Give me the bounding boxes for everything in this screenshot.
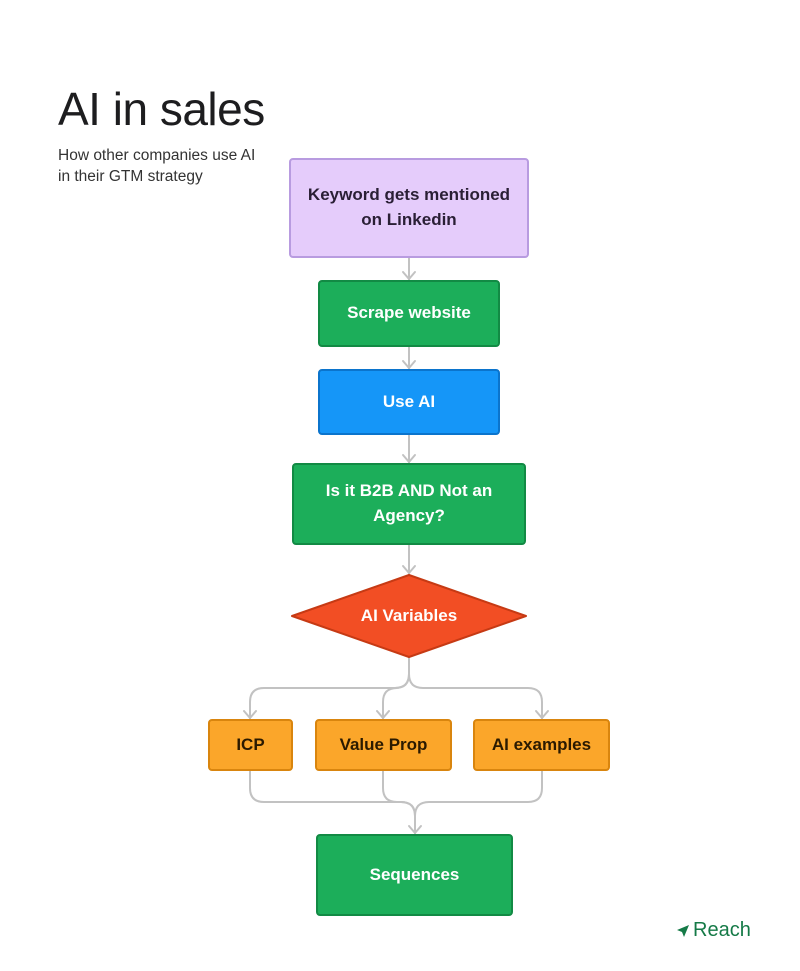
icp-label: ICP (236, 734, 265, 754)
arrowhead-aiexamples (535, 710, 549, 719)
connector-variables-valueprop (382, 673, 410, 720)
arrowhead-icp (243, 710, 257, 719)
connector-aiexamples-sequences (414, 770, 543, 817)
value-prop-node: Value Prop (315, 719, 452, 771)
ai-variables-label: AI Variables (360, 606, 458, 625)
icp-node: ICP (208, 719, 293, 771)
decision-diamond (291, 574, 527, 658)
connector-valueprop-sequences (382, 770, 416, 817)
trigger-label: Keyword gets mentioned on Linkedin (307, 185, 511, 229)
connector-variables-icp (249, 656, 410, 720)
trigger-node: Keyword gets mentioned on Linkedin (289, 158, 529, 258)
scrape-website-node: Scrape website (318, 280, 500, 347)
arrowhead-check (402, 454, 416, 463)
connector-icp-sequences (249, 770, 416, 835)
connector-variables-aiexamples (408, 673, 543, 720)
arrowhead-valueprop (376, 710, 390, 719)
use-ai-node: Use AI (318, 369, 500, 435)
scrape-website-label: Scrape website (347, 303, 471, 323)
reach-logo: Reach (676, 919, 751, 942)
sequences-node: Sequences (316, 834, 513, 916)
b2b-check-label: Is it B2B AND Not an Agency? (325, 481, 493, 525)
ai-examples-node: AI examples (473, 719, 610, 771)
arrow-icon (677, 924, 689, 937)
arrowhead-useai (402, 360, 416, 369)
b2b-check-node: Is it B2B AND Not an Agency? (292, 463, 526, 545)
arrowhead-sequences (408, 825, 422, 834)
value-prop-label: Value Prop (339, 734, 428, 754)
page-title: AI in sales (58, 83, 265, 135)
arrowhead-scrape (402, 271, 416, 280)
sequences-label: Sequences (369, 864, 460, 884)
arrowhead-variables (402, 565, 416, 574)
page-subtitle: How other companies use AI in their GTM … (58, 147, 256, 185)
ai-examples-label: AI examples (491, 734, 592, 754)
use-ai-label: Use AI (382, 391, 436, 411)
brand-name: Reach (693, 919, 751, 941)
